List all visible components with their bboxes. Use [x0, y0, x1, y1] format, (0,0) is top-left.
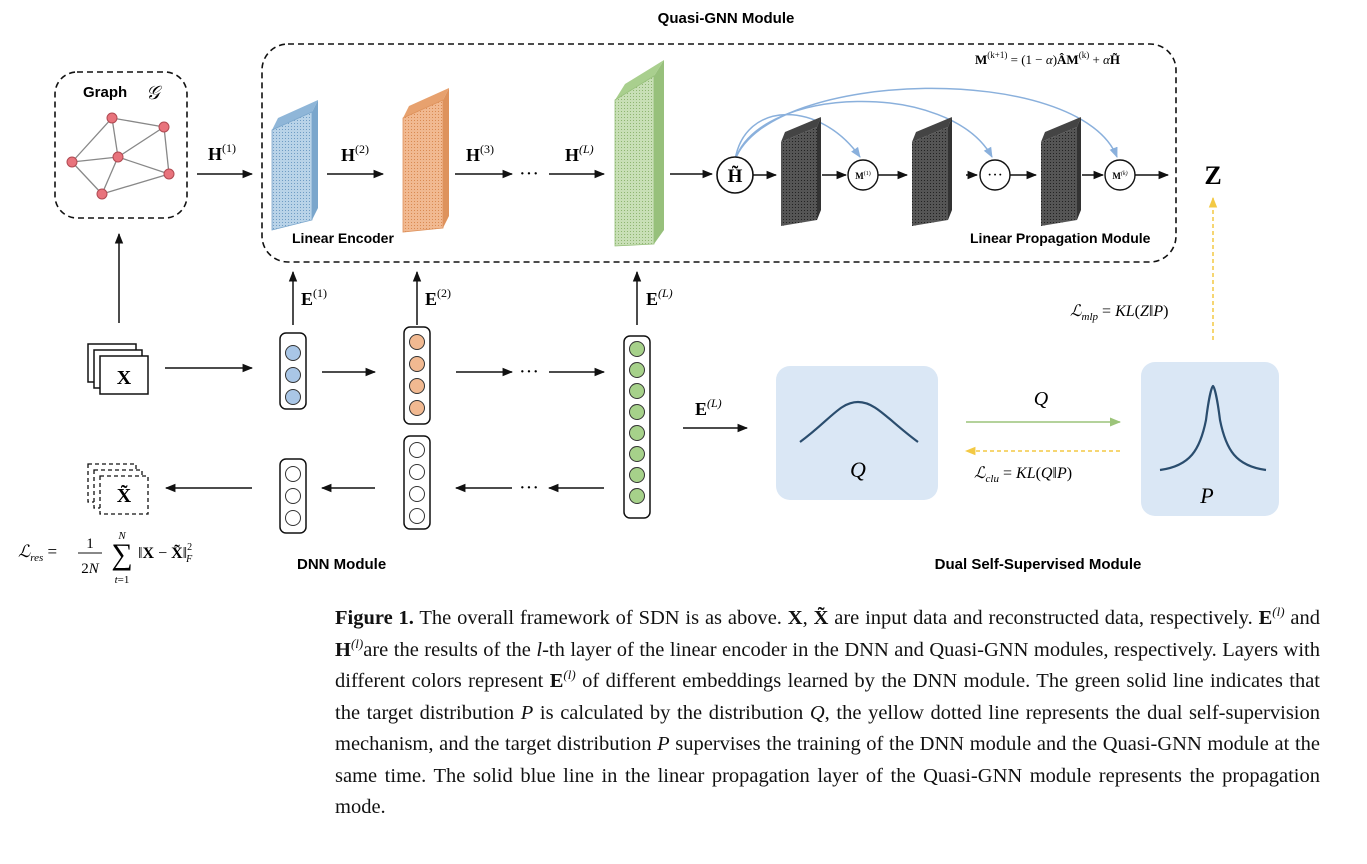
- graph-box: [54, 71, 188, 219]
- dnn-decoder-1: [279, 458, 307, 534]
- linear-propagation-label: Linear Propagation Module: [970, 230, 1151, 246]
- svg-text:1: 1: [86, 536, 94, 552]
- caption-e: E: [1258, 607, 1273, 629]
- x-tilde-stack: X̃: [87, 463, 149, 515]
- p-curve: [1159, 384, 1267, 472]
- h1-label: H(1): [208, 141, 236, 164]
- caption-e-sup: (l): [1272, 604, 1285, 620]
- dnn-encoder-1: [279, 332, 307, 410]
- caption-p-2: P: [657, 733, 670, 755]
- dnn-module-label: DNN Module: [297, 556, 386, 573]
- l-mlp-label: ℒmlp = KL(Z‖P): [1070, 303, 1168, 323]
- layer-dark-3: [1041, 117, 1081, 226]
- q-label: Q: [850, 457, 866, 482]
- layer-green: [614, 60, 664, 247]
- dnn-encoder-2: [403, 326, 431, 425]
- q-distribution-box: [776, 366, 938, 500]
- svg-text:‖X − X̃‖2F: ‖X − X̃‖2F: [138, 542, 193, 565]
- figure-caption: Figure 1. The overall framework of SDN i…: [335, 603, 1320, 824]
- caption-q: Q: [809, 701, 825, 724]
- propagation-formula: M(k+1) = (1 − α)ÂM(k) + αH̃: [975, 50, 1120, 67]
- svg-text:2N: 2N: [81, 561, 100, 577]
- graph-edges: [71, 117, 170, 195]
- caption-text-4: are the results of the: [363, 638, 537, 661]
- m1-label: M(1): [855, 170, 871, 181]
- x-label: X: [117, 367, 132, 389]
- mk-label: M(k): [1112, 170, 1127, 181]
- caption-text-6: of different embeddings learned by the D…: [335, 670, 1321, 724]
- quasi-gnn-title: Quasi-GNN Module: [658, 10, 795, 27]
- svg-text:ℒres =: ℒres =: [18, 542, 57, 564]
- el-label: E(L): [646, 286, 673, 309]
- graph-nodes: [66, 112, 175, 200]
- svg-text:N: N: [117, 530, 126, 542]
- layer-dark-1: [781, 117, 821, 226]
- p-distribution-box: [1141, 362, 1279, 516]
- q-curve: [799, 400, 919, 443]
- caption-l: l: [536, 638, 543, 661]
- q-arrow-label: Q: [1034, 388, 1049, 410]
- caption-text-3: and: [1284, 607, 1320, 629]
- x-input-stack: X: [87, 343, 149, 395]
- ellipsis-bottom: ···: [519, 477, 539, 499]
- framework-diagram: Quasi-GNN Module Graph 𝒢 H(1) H(2): [18, 10, 1279, 586]
- z-label: Z: [1204, 161, 1221, 190]
- layer-dark-2: [912, 117, 952, 226]
- e2-label: E(2): [425, 286, 451, 309]
- p-label: P: [1199, 483, 1213, 508]
- x-tilde-label: X̃: [117, 484, 132, 507]
- graph-label: Graph: [83, 84, 127, 101]
- caption-text-1: The overall framework of SDN is as above…: [413, 607, 788, 629]
- quasi-gnn-box: [261, 43, 1177, 263]
- layer-blue: [271, 100, 318, 231]
- caption-h-sup: (l): [350, 635, 364, 651]
- layer-orange: [402, 88, 449, 233]
- graph-symbol: 𝒢: [146, 83, 163, 104]
- caption-comma: ,: [802, 607, 814, 629]
- caption-p: P: [520, 701, 534, 724]
- h-tilde-label: H̃: [728, 166, 743, 187]
- caption-label: Figure 1.: [335, 607, 414, 629]
- linear-encoder-label: Linear Encoder: [292, 230, 394, 246]
- el-q-label: E(L): [695, 396, 722, 419]
- caption-text-8: , the yellow dotted line represents the …: [335, 701, 1320, 756]
- e1-label: E(1): [301, 286, 327, 309]
- h3-label: H(3): [466, 142, 494, 165]
- caption-x-tilde: X̃: [813, 607, 829, 629]
- caption-text-7: is calculated by the distribution: [533, 701, 810, 724]
- hl-label: H(L): [565, 142, 594, 165]
- middle-ellipsis: ···: [987, 167, 1003, 184]
- h2-label: H(2): [341, 142, 369, 165]
- caption-text-9: supervises the training of the DNN modul…: [335, 733, 1320, 818]
- caption-x: X: [787, 607, 803, 629]
- caption-text-2: are input data and reconstructed data, r…: [828, 607, 1259, 629]
- svg-text:t=1: t=1: [115, 574, 130, 586]
- caption-e-2: E: [549, 670, 564, 692]
- ellipsis-mid: ···: [519, 361, 539, 383]
- caption-e2-sup: (l): [563, 667, 576, 683]
- dnn-encoder-l: [623, 335, 651, 519]
- caption-h: H: [335, 638, 351, 661]
- caption-text-5: -th layer of the linear encoder in the D…: [335, 638, 1320, 693]
- propagation-arcs: [734, 87, 1118, 161]
- svg-text:∑: ∑: [111, 538, 132, 571]
- l-clu-label: ℒclu = KL(Q‖P): [974, 465, 1072, 485]
- dnn-decoder-2: [403, 435, 431, 530]
- ellipsis-top: ···: [519, 163, 539, 185]
- dual-module-label: Dual Self-Supervised Module: [935, 556, 1142, 573]
